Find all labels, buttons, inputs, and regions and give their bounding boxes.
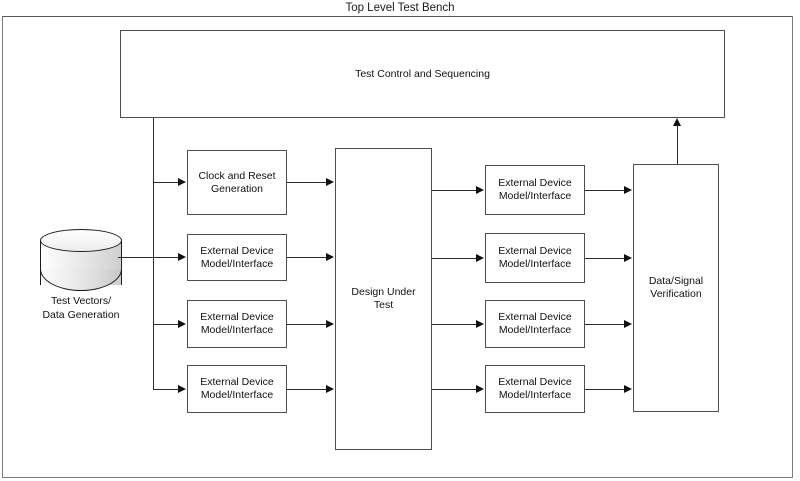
block-label: External Device Model/Interface <box>200 244 274 270</box>
connector-verification-to-control <box>677 125 678 164</box>
arrowhead-left-device-4-to-dut <box>326 385 334 393</box>
arrowhead-control-to-left-device-2 <box>178 253 186 261</box>
diagram-title: Top Level Test Bench <box>345 2 455 14</box>
arrowhead-dut-to-right-device-1 <box>476 186 484 194</box>
block-design-under-test[interactable]: Design Under Test <box>335 148 432 450</box>
connector-right-device-4-to-verification <box>585 389 625 390</box>
block-label: Test Control and Sequencing <box>355 67 490 80</box>
cylinder-bottom <box>40 269 122 291</box>
arrowhead-right-device-3-to-verification <box>624 320 632 328</box>
connector-right-device-1-to-verification <box>585 190 625 191</box>
arrowhead-right-device-4-to-verification <box>624 385 632 393</box>
block-right-external-device-4[interactable]: External Device Model/Interface <box>485 365 585 413</box>
block-label: Data/Signal Verification <box>648 275 704 300</box>
connector-right-device-3-to-verification <box>585 324 625 325</box>
block-label: External Device Model/Interface <box>498 376 572 401</box>
block-test-control-and-sequencing[interactable]: Test Control and Sequencing <box>120 30 725 118</box>
block-label: External Device Model/Interface <box>498 245 572 270</box>
arrowhead-control-to-left-device-4 <box>178 385 186 393</box>
arrowhead-clock-reset-to-dut <box>326 178 334 186</box>
connector-left-device-3-to-dut <box>287 324 327 325</box>
arrowhead-right-device-1-to-verification <box>624 186 632 194</box>
datastore-test-vectors[interactable] <box>40 229 122 291</box>
arrowhead-control-to-clock-reset <box>178 178 186 186</box>
block-right-external-device-2[interactable]: External Device Model/Interface <box>485 233 585 283</box>
block-right-external-device-1[interactable]: External Device Model/Interface <box>485 165 585 215</box>
block-data-signal-verification[interactable]: Data/Signal Verification <box>633 164 719 412</box>
arrowhead-left-device-3-to-dut <box>326 320 334 328</box>
block-left-external-device-3[interactable]: External Device Model/Interface <box>187 300 287 348</box>
connector-left-device-2-to-dut <box>287 257 327 258</box>
connector-dut-to-right-device-2 <box>432 258 477 259</box>
block-label: Design Under Test <box>351 286 416 311</box>
connector-dut-to-right-device-1 <box>432 190 477 191</box>
block-clock-and-reset-generation[interactable]: Clock and Reset Generation <box>187 150 287 215</box>
datastore-label: Test Vectors/ Data Generation <box>42 295 120 321</box>
arrowhead-right-device-2-to-verification <box>624 254 632 262</box>
arrowhead-dut-to-right-device-2 <box>476 254 484 262</box>
cylinder-top <box>40 229 122 252</box>
arrowhead-control-to-left-device-3 <box>178 320 186 328</box>
block-label: External Device Model/Interface <box>200 376 274 401</box>
connector-dut-to-right-device-4 <box>432 389 477 390</box>
block-left-external-device-2[interactable]: External Device Model/Interface <box>187 234 287 281</box>
connector-datastore-to-left-device-2 <box>118 257 179 258</box>
block-label: Clock and Reset Generation <box>198 169 276 195</box>
arrowhead-left-device-2-to-dut <box>326 253 334 261</box>
connector-control-to-left-device-3 <box>153 324 179 325</box>
block-left-external-device-4[interactable]: External Device Model/Interface <box>187 365 287 413</box>
connector-clock-reset-to-dut <box>287 182 327 183</box>
connector-dut-to-right-device-3 <box>432 324 477 325</box>
connector-control-bus-vertical <box>153 118 154 389</box>
connector-control-to-left-device-4 <box>153 389 179 390</box>
block-right-external-device-3[interactable]: External Device Model/Interface <box>485 300 585 348</box>
connector-right-device-2-to-verification <box>585 258 625 259</box>
block-label: External Device Model/Interface <box>498 311 572 336</box>
connector-left-device-4-to-dut <box>287 389 327 390</box>
arrowhead-dut-to-right-device-3 <box>476 320 484 328</box>
arrowhead-verification-to-control <box>673 118 681 126</box>
block-label: External Device Model/Interface <box>498 177 572 202</box>
block-label: External Device Model/Interface <box>200 311 274 336</box>
connector-control-to-clock-reset <box>153 182 179 183</box>
arrowhead-dut-to-right-device-4 <box>476 385 484 393</box>
